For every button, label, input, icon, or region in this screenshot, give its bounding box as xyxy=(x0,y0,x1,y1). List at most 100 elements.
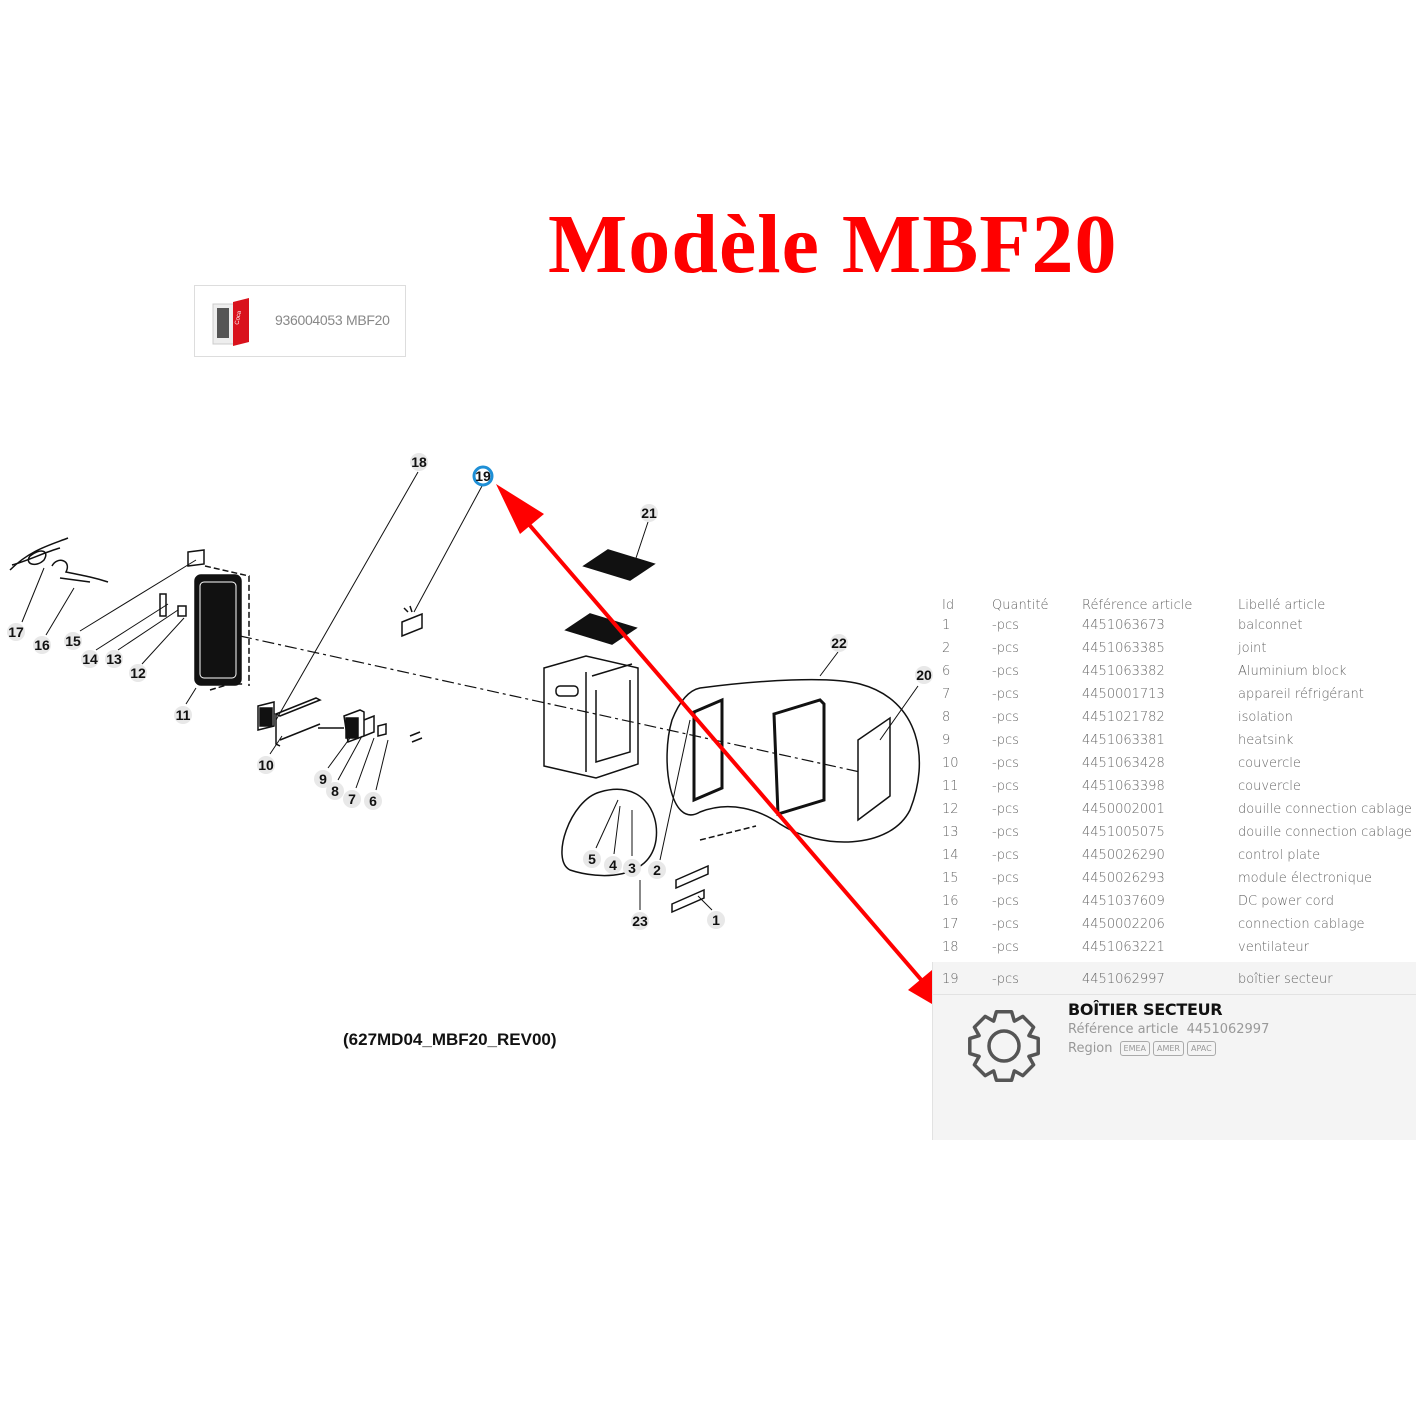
callout-1[interactable]: 1 xyxy=(707,911,725,929)
cell-label: DC power cord xyxy=(1238,894,1335,909)
detail-region: Region EMEA AMER APAC xyxy=(1068,1041,1216,1056)
callout-number: 15 xyxy=(65,633,81,649)
callout-9[interactable]: 9 xyxy=(314,770,332,788)
callout-16[interactable]: 16 xyxy=(33,636,51,654)
header-qty[interactable]: Quantité xyxy=(992,598,1049,613)
callout-15[interactable]: 15 xyxy=(64,632,82,650)
callout-2[interactable]: 2 xyxy=(648,861,666,879)
callout-circle xyxy=(631,912,649,930)
callout-number: 8 xyxy=(331,783,339,799)
callout-number: 14 xyxy=(82,651,98,667)
part-23-outline xyxy=(561,788,658,877)
callout-10[interactable]: 10 xyxy=(257,756,275,774)
callout-number: 20 xyxy=(916,667,932,683)
callout-3[interactable]: 3 xyxy=(623,859,641,877)
link-arrow xyxy=(496,484,956,1018)
callout-number: 21 xyxy=(641,505,657,521)
cell-qty: -pcs xyxy=(992,641,1019,656)
callout-22[interactable]: 22 xyxy=(830,634,848,652)
cell-ref: 4451063428 xyxy=(1082,756,1165,771)
diagram-code: (627MD04_MBF20_REV00) xyxy=(343,1030,557,1049)
cell-id: 19 xyxy=(942,972,959,987)
svg-text:Coca: Coca xyxy=(235,310,243,325)
cell-ref: 4451063673 xyxy=(1082,618,1165,633)
part-10-fan-bracket xyxy=(257,697,322,747)
cell-label: connection cablage xyxy=(1238,917,1365,932)
product-thumbnail: Coca xyxy=(212,298,249,346)
callout-number: 17 xyxy=(8,624,24,640)
gear-icon xyxy=(968,1010,1040,1082)
callout-circle xyxy=(33,636,51,654)
page-title: Modèle MBF20 xyxy=(548,198,1118,291)
cell-label: isolation xyxy=(1238,710,1293,725)
callout-number: 2 xyxy=(653,862,661,878)
part-20-panel xyxy=(857,716,891,822)
callout-circle xyxy=(640,504,658,522)
callout-number: 18 xyxy=(411,454,427,470)
cell-ref: 4451063398 xyxy=(1082,779,1165,794)
cell-qty: -pcs xyxy=(992,972,1019,987)
callout-8[interactable]: 8 xyxy=(326,782,344,800)
callout-11[interactable]: 11 xyxy=(174,706,192,724)
cell-id: 8 xyxy=(942,710,951,725)
cell-ref: 4450002206 xyxy=(1082,917,1165,932)
callout-17[interactable]: 17 xyxy=(7,623,25,641)
callout-18[interactable]: 18 xyxy=(410,453,428,471)
callout-20[interactable]: 20 xyxy=(915,666,933,684)
detail-reference: Référence article 4451062997 xyxy=(1068,1022,1269,1037)
cell-qty: -pcs xyxy=(992,664,1019,679)
region-badge-amer: AMER xyxy=(1153,1041,1184,1056)
callout-13[interactable]: 13 xyxy=(105,650,123,668)
callout-circle xyxy=(81,650,99,668)
detail-ref-label: Référence article xyxy=(1068,1022,1179,1037)
cell-ref: 4451005075 xyxy=(1082,825,1165,840)
cell-id: 13 xyxy=(942,825,959,840)
cell-qty: -pcs xyxy=(992,687,1019,702)
callout-circle xyxy=(410,453,428,471)
cell-ref: 4450026290 xyxy=(1082,848,1165,863)
cell-label: module électronique xyxy=(1238,871,1373,886)
cell-label: appareil réfrigérant xyxy=(1238,687,1364,702)
callout-circle xyxy=(648,861,666,879)
callout-21[interactable]: 21 xyxy=(640,504,658,522)
callout-7[interactable]: 7 xyxy=(343,790,361,808)
callout-circle xyxy=(604,856,622,874)
callout-23[interactable]: 23 xyxy=(631,912,649,930)
cell-label: couvercle xyxy=(1238,756,1301,771)
cell-qty: -pcs xyxy=(992,779,1019,794)
part-19-boitier xyxy=(401,605,423,638)
callout-circle xyxy=(129,664,147,682)
cell-id: 15 xyxy=(942,871,959,886)
callout-circle xyxy=(326,782,344,800)
callout-circle xyxy=(257,756,275,774)
header-ref[interactable]: Référence article xyxy=(1082,598,1193,613)
cell-label: heatsink xyxy=(1238,733,1294,748)
callout-19[interactable]: 19 xyxy=(472,465,494,487)
header-label[interactable]: Libellé article xyxy=(1238,598,1326,613)
part-16-cord xyxy=(51,559,109,583)
callout-4[interactable]: 4 xyxy=(604,856,622,874)
cell-label: joint xyxy=(1238,641,1267,656)
callout-5[interactable]: 5 xyxy=(583,850,601,868)
detail-ref-value: 4451062997 xyxy=(1186,1022,1270,1037)
callout-number: 3 xyxy=(628,860,636,876)
callout-number: 1 xyxy=(712,912,720,928)
cell-id: 2 xyxy=(942,641,951,656)
cell-id: 17 xyxy=(942,917,959,932)
callout-number: 6 xyxy=(369,793,377,809)
product-card[interactable]: Coca 936004053 MBF20 xyxy=(194,285,406,357)
callout-circle xyxy=(343,790,361,808)
callout-circle xyxy=(174,706,192,724)
assembly-axis xyxy=(239,635,861,773)
detail-panel xyxy=(932,962,1416,1140)
cell-label: douille connection cablage xyxy=(1238,825,1412,840)
cell-qty: -pcs xyxy=(992,825,1019,840)
callout-14[interactable]: 14 xyxy=(81,650,99,668)
header-id[interactable]: Id xyxy=(942,598,955,613)
callout-number: 12 xyxy=(130,665,146,681)
callout-6[interactable]: 6 xyxy=(364,792,382,810)
callout-12[interactable]: 12 xyxy=(129,664,147,682)
callout-circle xyxy=(64,632,82,650)
